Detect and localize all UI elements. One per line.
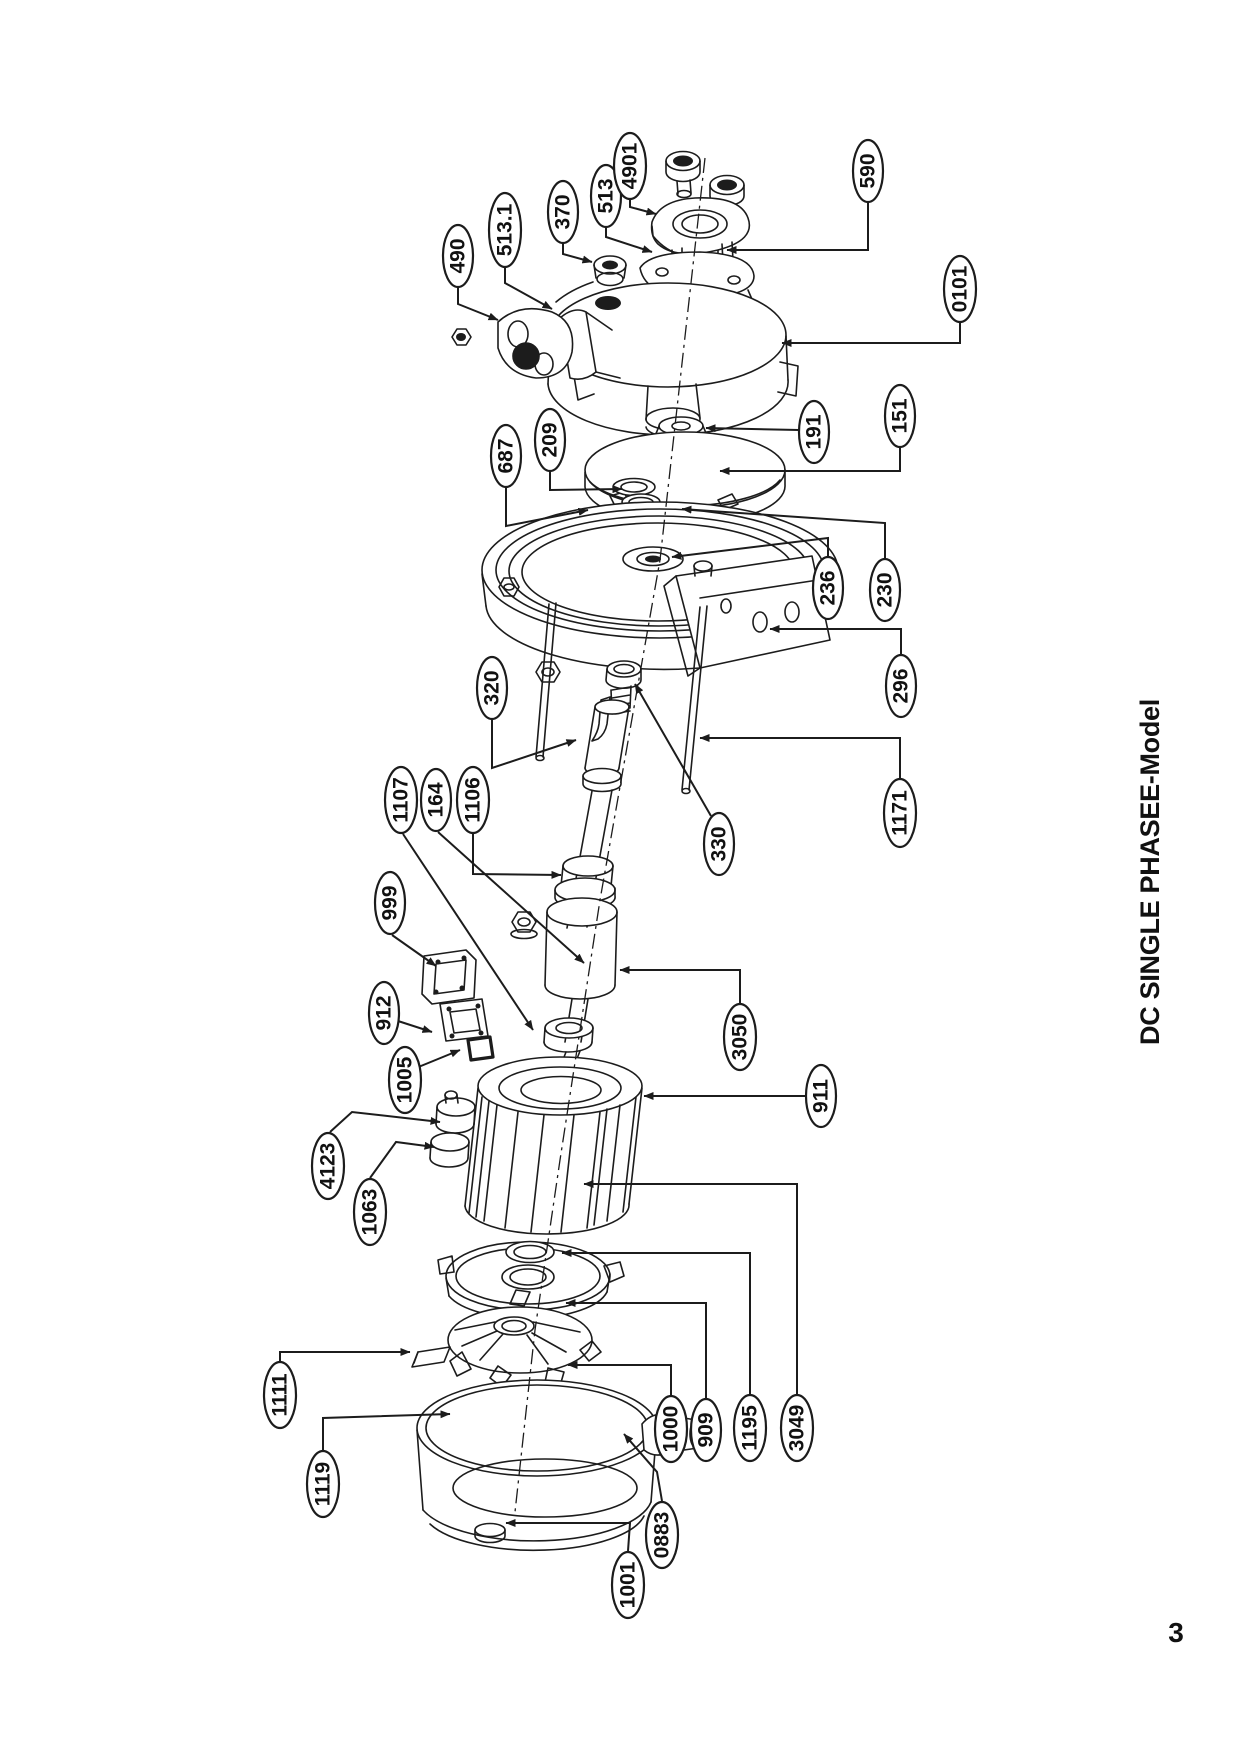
callout-1111: 1111 (262, 1348, 411, 1430)
callout-4123: 4123 (310, 1110, 441, 1201)
part-number: 1000 (660, 1406, 683, 1453)
clamp-flange (650, 197, 751, 270)
part-number: 1106 (462, 777, 485, 823)
part-number: 209 (539, 422, 562, 457)
callout-912: 912 (367, 980, 433, 1046)
part-number: 320 (481, 670, 504, 705)
callout-1119: 1119 (305, 1410, 451, 1519)
callout-3049: 3049 (583, 1180, 815, 1463)
callout-909: 909 (565, 1299, 723, 1463)
callout-590: 590 (726, 138, 885, 254)
part-number: 3049 (786, 1405, 809, 1452)
part-number: 1119 (312, 1462, 335, 1506)
callout-0883: 0883 (623, 1433, 680, 1570)
callout-164: 164 (419, 767, 585, 964)
part-number: 151 (889, 398, 912, 433)
callout-4901: 4901 (612, 131, 657, 216)
shaft-key (411, 1346, 451, 1368)
callout-1000: 1000 (567, 1361, 689, 1464)
callout-513.1: 513.1 (487, 191, 553, 310)
part-number: 513.1 (494, 203, 517, 256)
pump-shaft (558, 699, 630, 1071)
callout-1107: 1107 (383, 765, 534, 1031)
callout-999: 999 (373, 870, 437, 967)
mount-shim-1005 (466, 1035, 495, 1062)
callout-513: 513 (589, 163, 653, 253)
callout-151: 151 (719, 383, 917, 475)
callout-3050: 3050 (619, 966, 758, 1072)
part-number: 912 (373, 995, 396, 1030)
part-number: 1005 (394, 1056, 417, 1103)
part-number: 370 (552, 194, 575, 229)
callout-370: 370 (546, 179, 593, 264)
callout-687: 687 (489, 423, 589, 528)
part-number: 513 (595, 178, 618, 213)
part-number: 490 (447, 238, 470, 273)
callout-296: 296 (769, 625, 918, 719)
part-number: 4123 (317, 1143, 340, 1190)
part-number: 911 (810, 1079, 833, 1113)
part-number: 330 (708, 826, 731, 861)
mount-bracket-999 (421, 949, 477, 1005)
callout-1001: 1001 (505, 1519, 646, 1620)
callout-209: 209 (533, 407, 623, 494)
part-number: 191 (803, 414, 826, 449)
tie-rods (510, 602, 708, 940)
callout-1005: 1005 (387, 1045, 461, 1115)
fan (447, 1306, 602, 1388)
plug-screw (593, 255, 627, 287)
mount-frame-912 (439, 998, 489, 1042)
callout-330: 330 (634, 683, 736, 877)
shaft-key-strip (591, 696, 611, 742)
part-number: 0101 (949, 265, 972, 312)
part-callouts: 490 513.1 370 513 4901 590 (262, 131, 978, 1620)
part-number: 3050 (729, 1014, 752, 1061)
callout-1063: 1063 (352, 1140, 435, 1247)
retaining-collar (543, 1017, 594, 1053)
callout-1171: 1171 (699, 734, 918, 849)
part-number: 4901 (619, 142, 642, 189)
bearing-sleeve (544, 897, 618, 1000)
part-number: 687 (495, 438, 518, 473)
page-number: 3 (1168, 1617, 1184, 1648)
assembly-drawing (411, 150, 839, 1552)
socket-screws (665, 150, 745, 207)
rotor (464, 1056, 643, 1235)
part-number: 590 (857, 153, 880, 188)
centerline-axis (514, 157, 706, 1513)
callout-490: 490 (441, 223, 499, 321)
callout-236: 236 (671, 536, 845, 621)
callout-911: 911 (643, 1063, 838, 1129)
part-number: 1171 (889, 790, 912, 836)
callout-1195: 1195 (561, 1249, 768, 1463)
port-flange (451, 307, 621, 380)
part-number: 1063 (359, 1189, 382, 1236)
part-number: 1107 (390, 777, 413, 823)
drain-plug (474, 1522, 506, 1544)
part-number: 1001 (617, 1561, 640, 1608)
page-title: DC SINGLE PHASEE-Model (1135, 699, 1165, 1045)
part-number: 230 (874, 572, 897, 607)
part-number: 0883 (651, 1512, 674, 1559)
terminal-studs (429, 1090, 476, 1168)
part-number: 1195 (739, 1405, 762, 1451)
part-number: 164 (425, 782, 448, 817)
part-number: 1111 (269, 1373, 292, 1417)
part-number: 909 (695, 1412, 718, 1447)
callout-230: 230 (681, 505, 902, 623)
mounting-bracket (663, 555, 831, 677)
callout-0101: 0101 (781, 254, 978, 347)
part-number: 999 (379, 885, 402, 920)
callout-320: 320 (475, 655, 577, 770)
callout-1106: 1106 (455, 765, 562, 879)
part-number: 296 (890, 668, 913, 703)
callout-191: 191 (705, 399, 831, 465)
part-number: 236 (817, 570, 840, 605)
rear-cover (416, 1379, 658, 1552)
